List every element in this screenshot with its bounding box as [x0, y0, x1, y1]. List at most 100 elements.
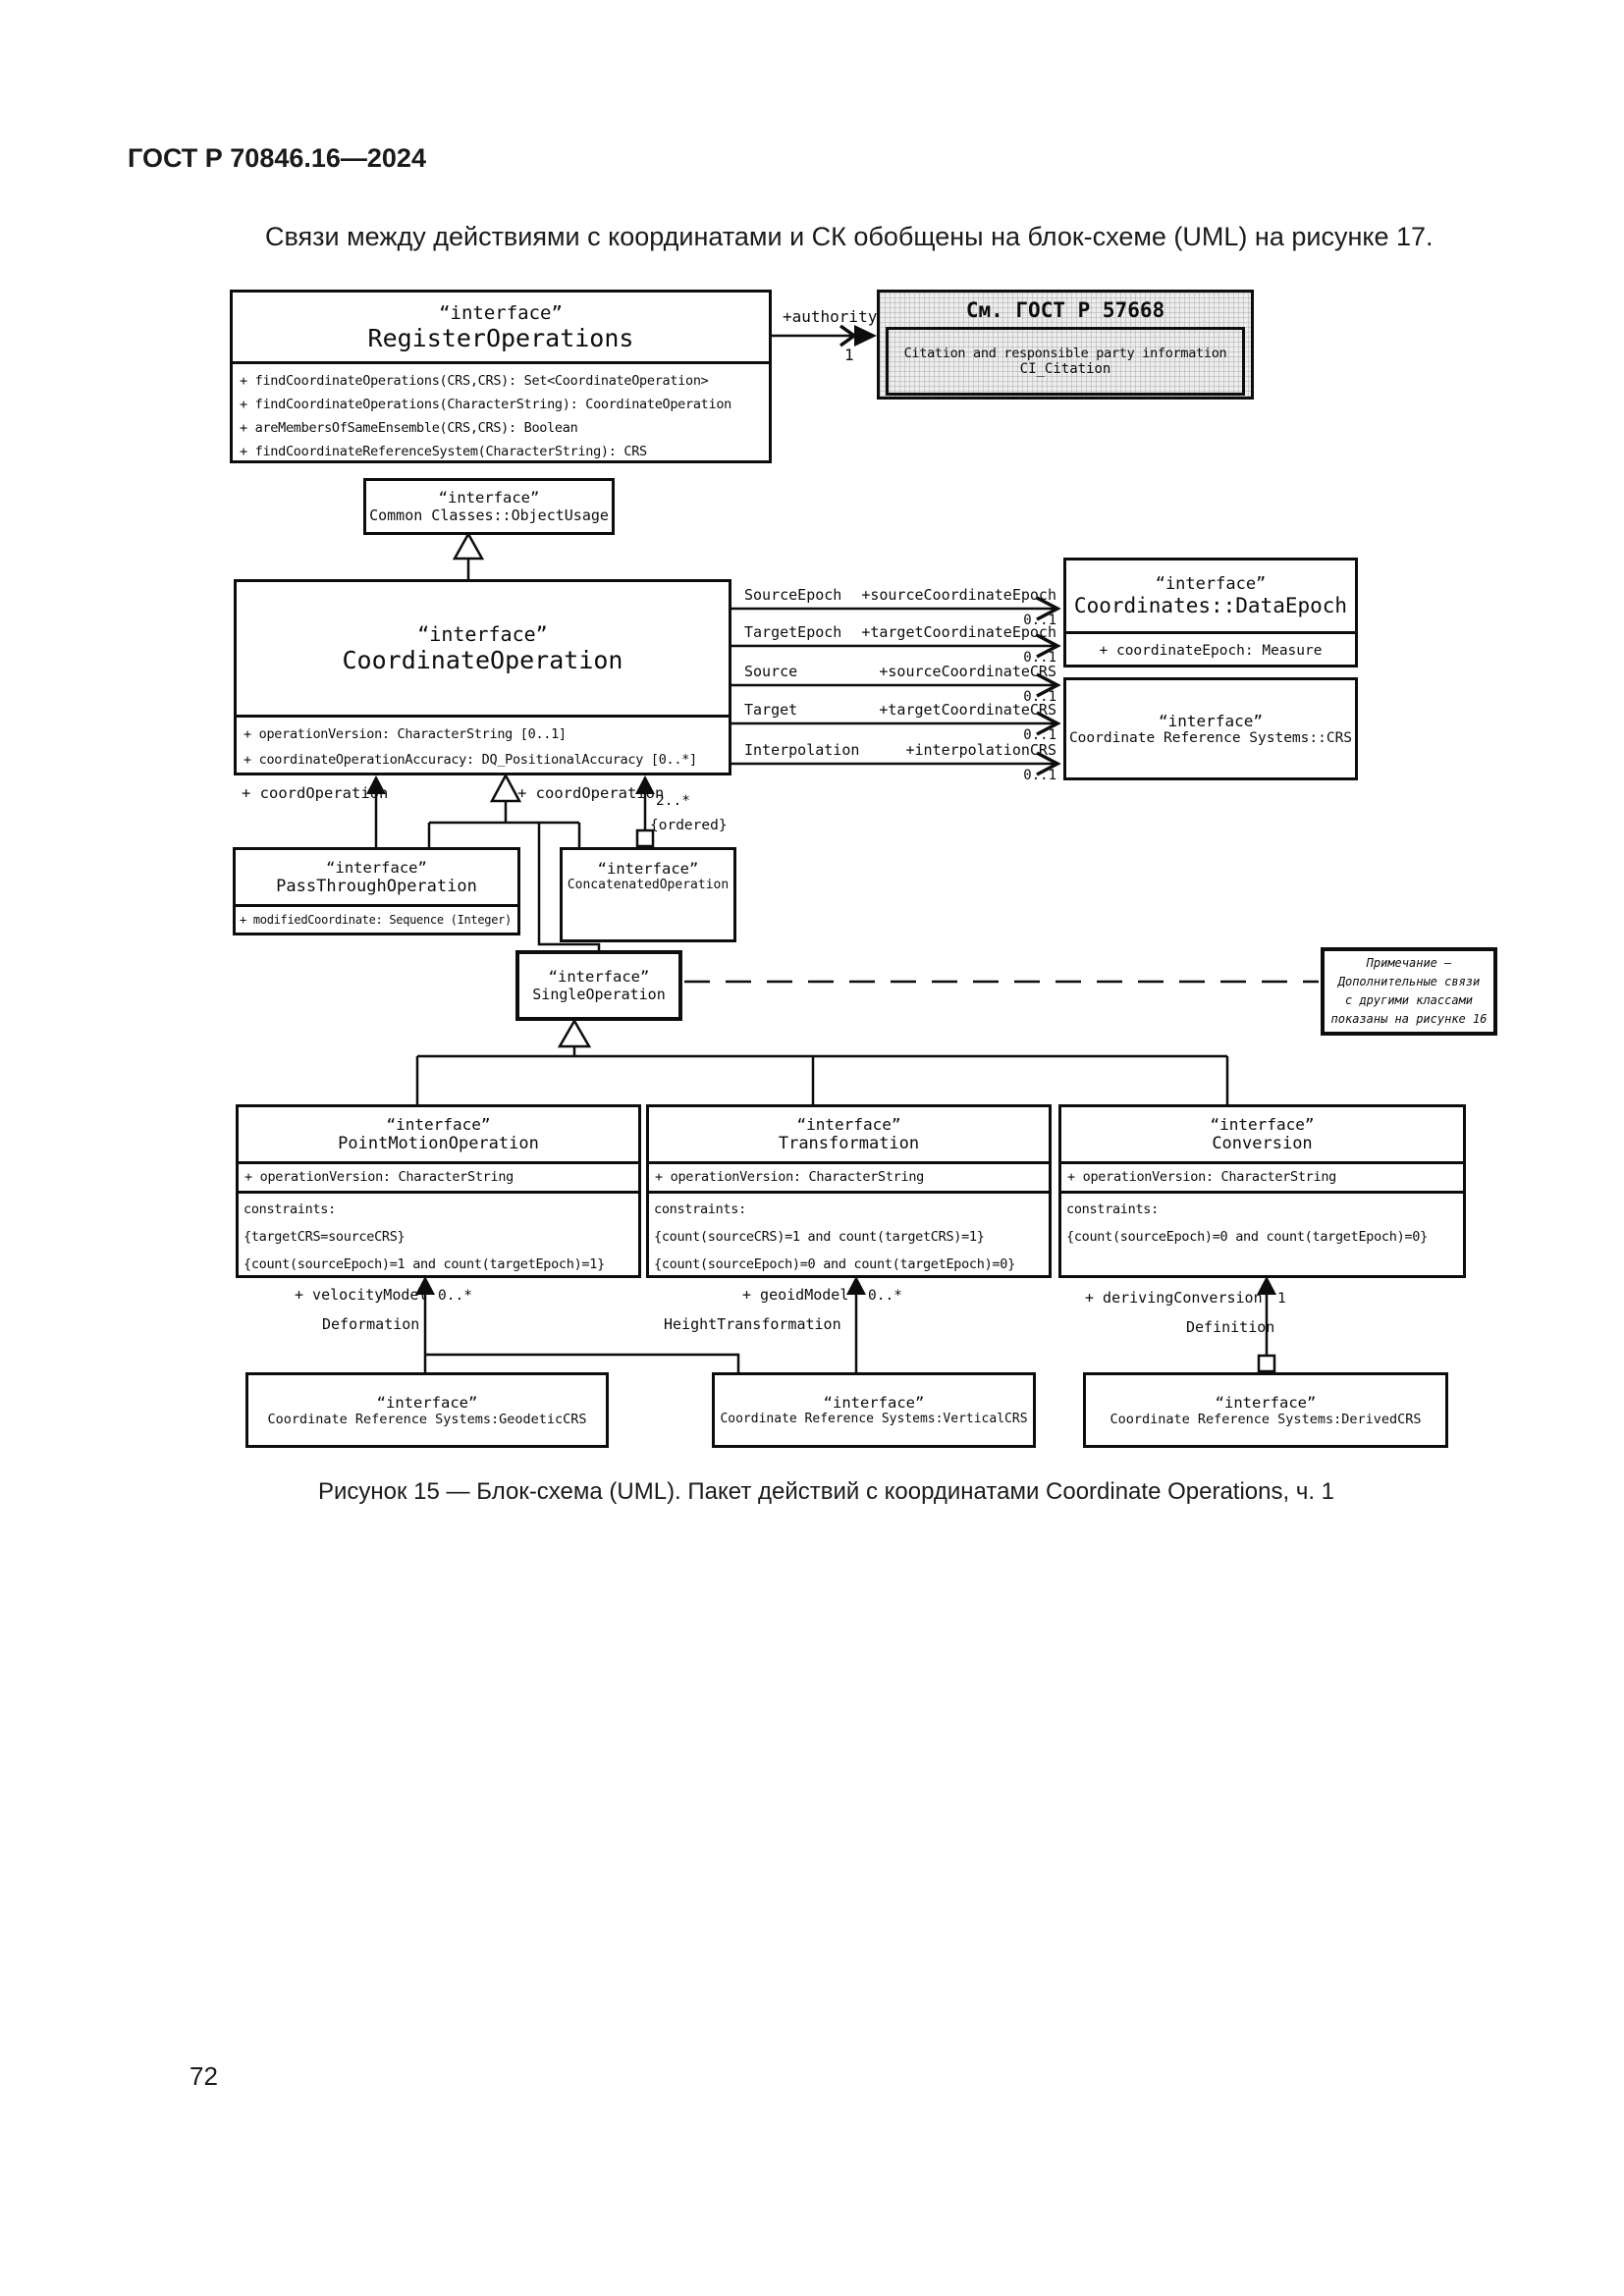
coordoperation-right-label: + coordOperation: [517, 784, 665, 802]
mult-target: 0..1: [1023, 727, 1056, 743]
note-line: показаны на рисунке 16: [1330, 1012, 1488, 1026]
stereotype: “interface”: [439, 301, 563, 324]
intro-paragraph: Связи между действиями с координатами и …: [265, 222, 1434, 251]
edge-target-epoch: [731, 633, 1061, 659]
edge-target-crs: [731, 711, 1061, 736]
class-name: Coordinate Reference Systems:VerticalCRS: [720, 1412, 1028, 1426]
coordoperation-right-mult: 2..*: [656, 793, 690, 809]
class-name: CoordinateOperation: [342, 646, 623, 674]
stereotype: “interface”: [548, 968, 650, 986]
role-target-epoch: TargetEpoch: [744, 623, 842, 641]
uml-class-object-usage: “interface” Common Classes::ObjectUsage: [363, 478, 615, 535]
definition-label: Definition: [1186, 1318, 1275, 1336]
citation-class: CI_Citation: [1019, 361, 1111, 377]
uml-class-register-operations: “interface” RegisterOperations + findCoo…: [230, 290, 772, 463]
stereotype: “interface”: [1215, 1393, 1317, 1412]
method: + areMembersOfSameEnsemble(CRS,CRS): Boo…: [240, 420, 578, 436]
role-source-epoch: SourceEpoch: [744, 586, 842, 604]
class-name: Coordinate Reference Systems:GeodeticCRS: [267, 1411, 587, 1427]
uml-class-coordinate-operation: “interface” CoordinateOperation + operat…: [234, 579, 731, 775]
class-name: PassThroughOperation: [276, 876, 477, 896]
edge-gen-coordinateoperation: [427, 773, 601, 951]
constraint: {count(sourceEpoch)=1 and count(targetEp…: [244, 1256, 605, 1272]
geoid-model-mult: 0..*: [868, 1288, 902, 1304]
uml-class-pass-through-operation: “interface” PassThroughOperation + modif…: [233, 847, 520, 935]
class-name: Coordinate Reference Systems:DerivedCRS: [1110, 1411, 1422, 1427]
page-number: 72: [189, 2061, 218, 2091]
class-name: Conversion: [1212, 1134, 1313, 1153]
class-header: “interface” RegisterOperations: [233, 293, 769, 361]
class-name: ConcatenatedOperation: [567, 878, 730, 892]
constraints-compartment: constraints: {count(sourceCRS)=1 and cou…: [649, 1191, 1049, 1278]
deriving-conversion-mult: 1: [1277, 1291, 1286, 1307]
constraint: {count(sourceEpoch)=0 and count(targetEp…: [1066, 1229, 1428, 1245]
end-target: +targetCoordinateCRS: [879, 701, 1056, 719]
mult-target-epoch: 0..1: [1023, 650, 1056, 666]
role-interpolation: Interpolation: [744, 741, 860, 759]
edge-source-epoch: [731, 596, 1061, 621]
geoid-model-label: + geoidModel: [742, 1286, 849, 1304]
stereotype: “interface”: [1159, 712, 1263, 730]
method: + findCoordinateOperations(CharacterStri…: [240, 397, 731, 412]
class-name: SingleOperation: [532, 986, 666, 1003]
edge-velocity-model: [415, 1276, 740, 1372]
coordoperation-left-label: + coordOperation: [242, 784, 389, 802]
height-transformation-label: HeightTransformation: [664, 1315, 841, 1333]
attribute: + operationVersion: CharacterString: [1061, 1161, 1463, 1191]
gost-title: См. ГОСТ Р 57668: [965, 297, 1165, 322]
edge-source-crs: [731, 672, 1061, 698]
end-source-epoch: +sourceCoordinateEpoch: [861, 586, 1056, 604]
stereotype: “interface”: [1155, 574, 1267, 594]
uml-class-geodetic-crs: “interface” Coordinate Reference Systems…: [245, 1372, 609, 1448]
note-line: Примечание —: [1366, 956, 1452, 970]
uml-note: Примечание — Дополнительные связи с друг…: [1321, 947, 1497, 1036]
note-line: с другими классами: [1344, 993, 1474, 1007]
stereotype: “interface”: [417, 622, 548, 646]
edge-coordoperation-left: [366, 775, 386, 847]
velocity-model-mult: 0..*: [438, 1288, 472, 1304]
note-line: Дополнительные связи: [1337, 975, 1481, 988]
attribute: + modifiedCoordinate: Sequence (Integer): [236, 904, 517, 933]
authority-multiplicity: 1: [844, 346, 854, 364]
edge-authority: [772, 324, 877, 347]
ordered-constraint: {ordered}: [650, 818, 728, 833]
citation-line: Citation and responsible party informati…: [903, 346, 1227, 361]
figure-caption: Рисунок 15 — Блок-схема (UML). Пакет дей…: [318, 1478, 1335, 1505]
citation-box: Citation and responsible party informati…: [886, 327, 1245, 396]
uml-class-point-motion-operation: “interface” PointMotionOperation + opera…: [236, 1104, 641, 1278]
attribute: + operationVersion: CharacterString [0..…: [244, 726, 567, 742]
constraint: {count(sourceEpoch)=0 and count(targetEp…: [654, 1256, 1015, 1272]
class-header: “interface” Coordinates::DataEpoch: [1066, 561, 1355, 631]
role-target: Target: [744, 701, 798, 719]
uml-class-transformation: “interface” Transformation + operationVe…: [646, 1104, 1052, 1278]
attribute: + coordinateEpoch: Measure: [1066, 631, 1355, 667]
constraint: constraints:: [244, 1201, 336, 1217]
method: + findCoordinateOperations(CRS,CRS): Set…: [240, 373, 709, 389]
edge-gen-objectusage: [452, 531, 485, 580]
constraint: constraints:: [1066, 1201, 1159, 1217]
edge-geoid-model: [846, 1276, 866, 1372]
uml-class-vertical-crs: “interface” Coordinate Reference Systems…: [712, 1372, 1036, 1448]
class-name: Transformation: [778, 1134, 920, 1153]
attribute: + operationVersion: CharacterString: [239, 1161, 638, 1191]
class-header: “interface” PassThroughOperation: [236, 850, 517, 904]
constraints-compartment: constraints: {targetCRS=sourceCRS} {coun…: [239, 1191, 638, 1278]
uml-class-concatenated-operation: “interface” ConcatenatedOperation: [560, 847, 736, 942]
authority-label: +authority: [783, 307, 878, 326]
stereotype: “interface”: [386, 1115, 491, 1134]
constraint: constraints:: [654, 1201, 746, 1217]
attributes-compartment: + operationVersion: CharacterString [0..…: [237, 715, 729, 773]
class-name: Common Classes::ObjectUsage: [369, 507, 609, 524]
mult-interpolation: 0..1: [1023, 768, 1056, 783]
method: + findCoordinateReferenceSystem(Characte…: [240, 444, 647, 459]
edge-deriving-conversion: [1257, 1276, 1276, 1373]
constraints-compartment: constraints: {count(sourceEpoch)=0 and c…: [1061, 1191, 1463, 1251]
uml-connectors: [366, 324, 1319, 1373]
class-header: “interface” Transformation: [649, 1107, 1049, 1161]
stereotype: “interface”: [597, 860, 699, 878]
constraint: {targetCRS=sourceCRS}: [244, 1229, 406, 1245]
class-header: “interface” Conversion: [1061, 1107, 1463, 1161]
uml-class-single-operation: “interface” SingleOperation: [515, 950, 682, 1021]
class-name: PointMotionOperation: [338, 1134, 539, 1153]
